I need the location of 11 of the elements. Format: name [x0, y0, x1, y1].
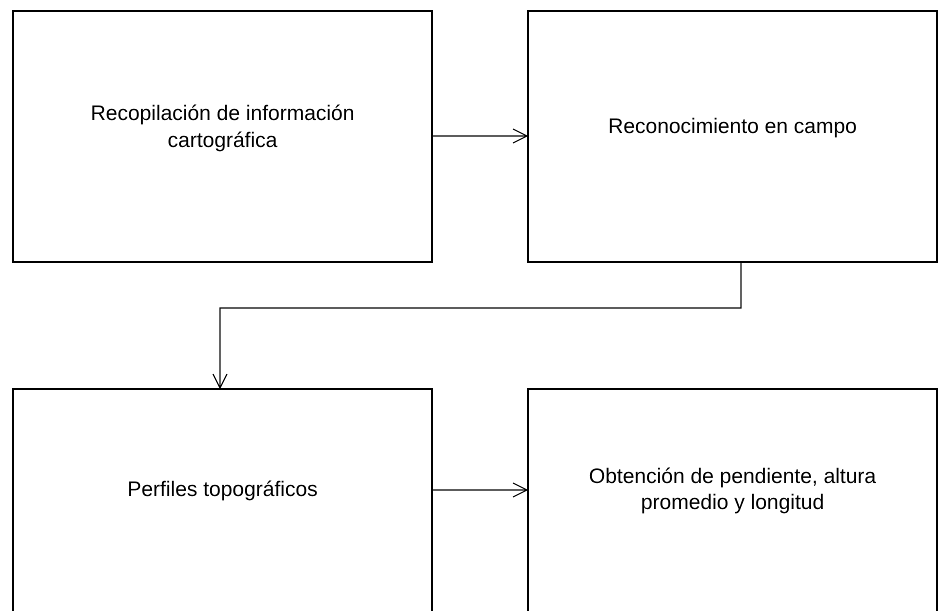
arrow: [433, 482, 528, 498]
box-label: Reconocimiento en campo: [608, 114, 857, 140]
process-box: [527, 388, 938, 611]
box-label: Recopilación de información cartográfica: [90, 101, 356, 154]
process-box: [12, 10, 433, 263]
box-label: Obtención de pendiente, altura promedio y longitud: [588, 464, 878, 516]
box-label: Perfiles topográficos: [127, 476, 318, 503]
arrow: [433, 128, 528, 144]
process-box: [527, 10, 938, 263]
arrow: [212, 263, 742, 389]
process-box: [12, 388, 433, 611]
